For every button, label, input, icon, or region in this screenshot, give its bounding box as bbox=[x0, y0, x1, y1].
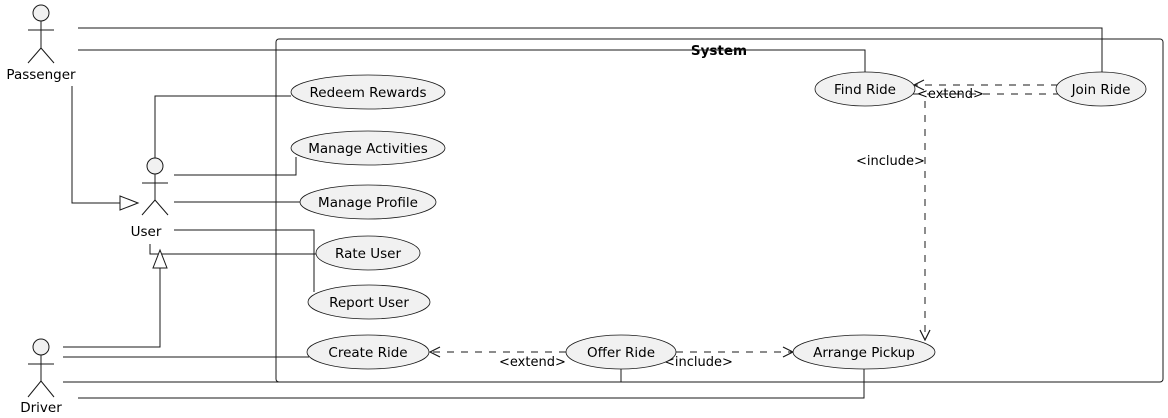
use-case-join-ride[interactable]: Join Ride bbox=[1055, 71, 1147, 107]
passenger-head-icon bbox=[32, 4, 50, 22]
use-case-redeem-rewards-label: Redeem Rewards bbox=[309, 85, 426, 101]
use-case-arrange-pickup[interactable]: Arrange Pickup bbox=[792, 334, 936, 370]
actor-passenger[interactable]: Passenger bbox=[6, 4, 76, 83]
use-case-offer-ride[interactable]: Offer Ride bbox=[565, 334, 677, 370]
user-redeem-rewards-link bbox=[154, 95, 291, 158]
use-case-find-ride[interactable]: Find Ride bbox=[814, 71, 916, 107]
system-title: System bbox=[691, 43, 747, 59]
user-head-icon bbox=[146, 157, 164, 175]
offer-includes-pickup-label: <include> bbox=[664, 355, 733, 370]
use-case-manage-profile[interactable]: Manage Profile bbox=[299, 184, 437, 220]
passenger-find-ride-link bbox=[78, 49, 866, 73]
actor-user[interactable]: User bbox=[131, 157, 169, 240]
use-case-manage-activities-label: Manage Activities bbox=[308, 141, 428, 157]
driver-offer-ride-link bbox=[63, 367, 622, 383]
generalization-arrowhead-driver bbox=[152, 248, 168, 269]
use-case-create-ride[interactable]: Create Ride bbox=[306, 334, 430, 370]
dependencies: <extend> <include> <extend> <include> bbox=[430, 85, 1058, 370]
driver-label: Driver bbox=[20, 400, 62, 416]
use-case-redeem-rewards[interactable]: Redeem Rewards bbox=[290, 74, 446, 110]
user-rate-user-link bbox=[149, 244, 318, 255]
passenger-user-generalization bbox=[71, 86, 120, 204]
driver-user-generalization bbox=[63, 268, 161, 348]
use-case-create-ride-label: Create Ride bbox=[328, 345, 407, 361]
use-case-join-ride-label: Join Ride bbox=[1071, 82, 1131, 98]
passenger-label: Passenger bbox=[6, 67, 76, 83]
generalization-arrowhead-passenger bbox=[119, 195, 140, 211]
use-case-find-ride-label: Find Ride bbox=[834, 82, 896, 98]
use-case-manage-activities[interactable]: Manage Activities bbox=[290, 130, 446, 166]
use-case-arrange-pickup-label: Arrange Pickup bbox=[813, 345, 915, 361]
user-report-user-link bbox=[174, 229, 315, 292]
offer-extends-create-label: <extend> bbox=[499, 355, 566, 370]
use-case-report-user-label: Report User bbox=[329, 295, 409, 311]
use-case-report-user[interactable]: Report User bbox=[307, 284, 431, 320]
user-label: User bbox=[131, 224, 162, 240]
driver-arrange-pickup-link bbox=[78, 367, 865, 399]
driver-head-icon bbox=[32, 338, 50, 356]
use-case-rate-user-label: Rate User bbox=[335, 246, 401, 262]
use-case-offer-ride-label: Offer Ride bbox=[587, 345, 655, 361]
associations bbox=[63, 27, 1103, 399]
use-case-manage-profile-label: Manage Profile bbox=[318, 195, 418, 211]
use-cases: Redeem Rewards Manage Activities Manage … bbox=[290, 71, 1147, 370]
join-extends-find-label: <extend> bbox=[917, 87, 984, 102]
find-includes-pickup-label: <include> bbox=[856, 154, 925, 169]
user-manage-activities-link bbox=[174, 157, 297, 176]
passenger-join-ride-link bbox=[78, 27, 1103, 73]
use-case-rate-user[interactable]: Rate User bbox=[315, 235, 421, 271]
actor-driver[interactable]: Driver bbox=[20, 338, 62, 416]
system-boundary bbox=[275, 38, 1164, 383]
